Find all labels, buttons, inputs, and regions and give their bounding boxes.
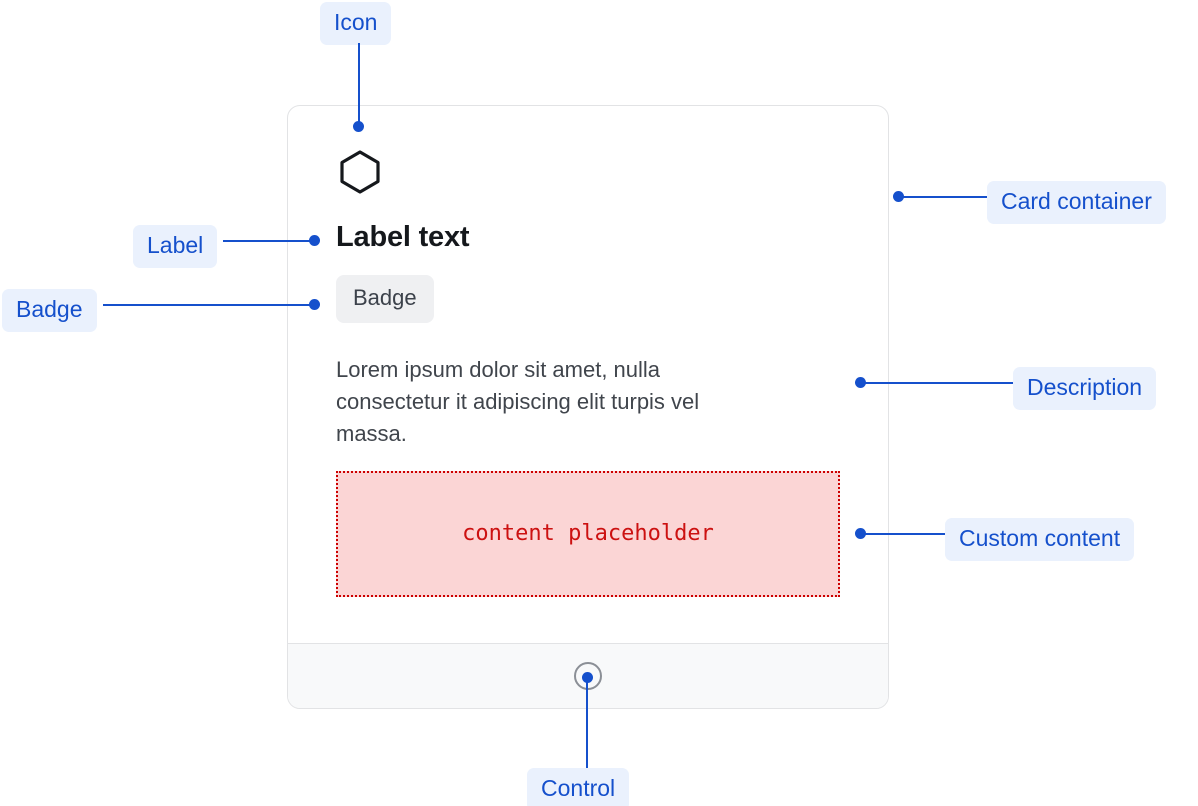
leader-custom-content (860, 533, 946, 535)
callout-description: Description (1013, 367, 1157, 410)
callout-icon: Icon (320, 2, 392, 45)
leader-card-container (898, 196, 988, 198)
leader-label (223, 240, 315, 242)
card-body: Label text Badge Lorem ipsum dolor sit a… (288, 106, 888, 643)
circle-control[interactable] (574, 662, 602, 690)
callout-badge: Badge (2, 289, 97, 332)
card-container[interactable]: Label text Badge Lorem ipsum dolor sit a… (287, 105, 889, 709)
callout-card-container: Card container (987, 181, 1166, 224)
hexagon-icon (340, 150, 380, 194)
custom-content-text: content placeholder (462, 521, 714, 547)
status-badge: Badge (336, 274, 434, 323)
leader-icon (358, 43, 360, 127)
anchor-dot-badge (309, 299, 320, 310)
anchor-dot-icon (353, 121, 364, 132)
leader-badge (103, 304, 315, 306)
leader-description (860, 382, 1014, 384)
leader-control (586, 677, 588, 769)
callout-label: Label (133, 225, 218, 268)
custom-content-slot: content placeholder (336, 470, 840, 597)
callout-control: Control (527, 768, 630, 806)
card-description: Lorem ipsum dolor sit amet, nulla consec… (336, 356, 700, 446)
callout-custom-content: Custom content (945, 518, 1135, 561)
card-label: Label text (336, 221, 470, 253)
anchor-dot-label (309, 235, 320, 246)
